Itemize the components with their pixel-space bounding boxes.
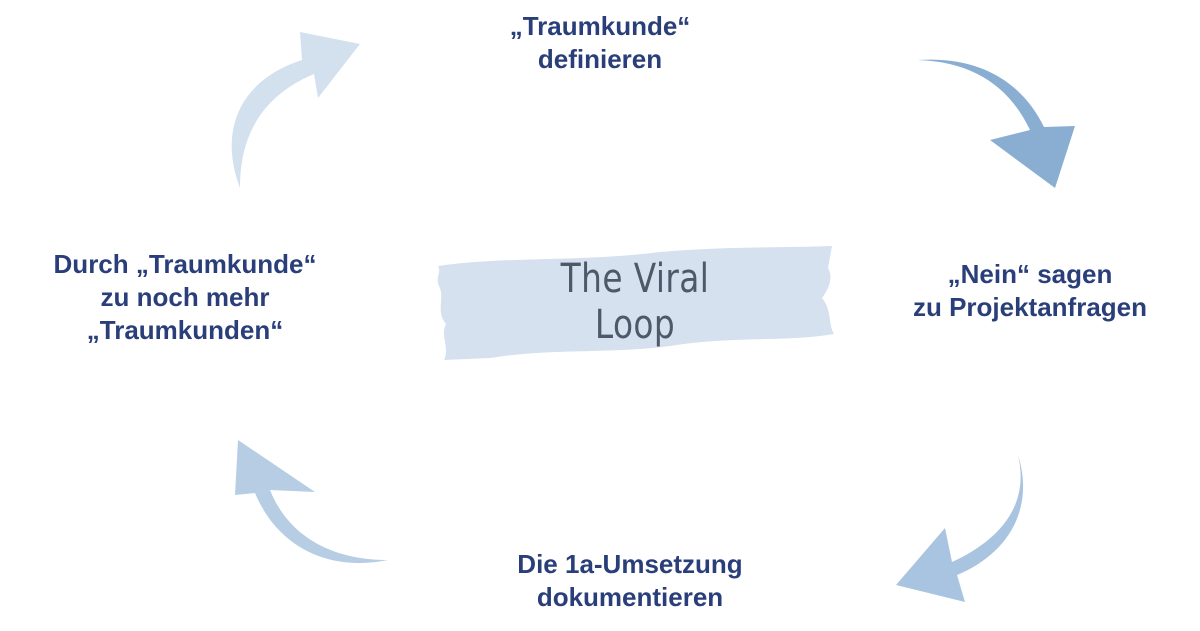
- arrow-bottom-to-left: [235, 440, 388, 564]
- step-bottom-line-1: Die 1a-Umsetzung: [517, 549, 743, 579]
- step-left-line-1: Durch „Traumkunde“: [53, 249, 317, 279]
- center-title-line-2: Loop: [594, 302, 676, 348]
- arrow-left-to-top: [231, 32, 360, 188]
- step-say-no: „Nein“ sagen zu Projektanfragen: [880, 258, 1180, 324]
- center-title-block: The Viral Loop: [430, 238, 840, 368]
- center-title-line-1: The Viral: [560, 256, 710, 302]
- brush-stroke: [437, 246, 834, 360]
- center-title: The Viral Loop: [467, 256, 803, 348]
- step-define-dream-client: „Traumkunde“ definieren: [440, 10, 760, 76]
- step-top-line-2: definieren: [537, 44, 663, 74]
- step-right-line-2: zu Projektanfragen: [912, 292, 1148, 322]
- step-bottom-line-2: dokumentieren: [536, 582, 724, 612]
- arrow-top-to-right: [918, 59, 1075, 188]
- step-more-dream-clients: Durch „Traumkunde“ zu noch mehr „Traumku…: [20, 248, 350, 347]
- step-right-line-1: „Nein“ sagen: [947, 259, 1113, 289]
- brush-stroke-background: [437, 246, 834, 360]
- step-left-line-2: zu noch mehr: [100, 282, 270, 312]
- step-top-line-1: „Traumkunde“: [509, 11, 691, 41]
- step-document-implementation: Die 1a-Umsetzung dokumentieren: [470, 548, 790, 614]
- step-left-line-3: „Traumkunden“: [86, 315, 284, 345]
- arrow-right-to-bottom: [896, 455, 1024, 602]
